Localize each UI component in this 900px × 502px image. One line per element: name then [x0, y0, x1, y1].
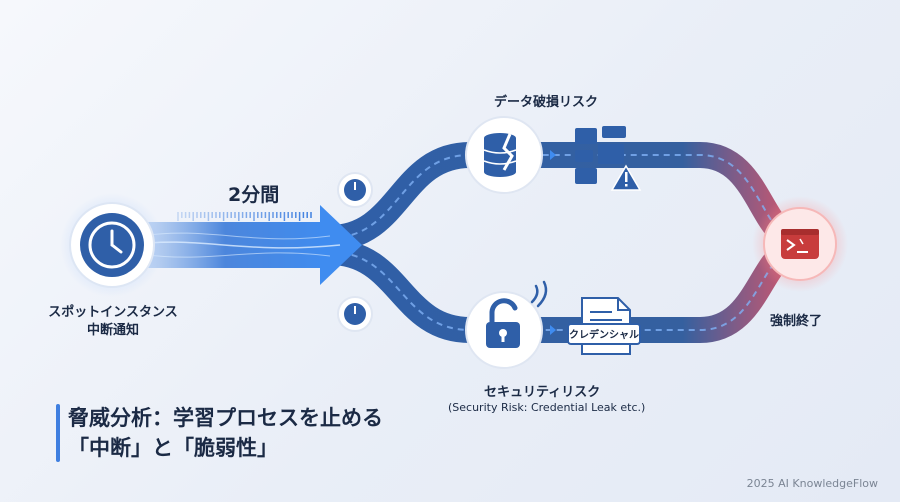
branch-bottom-label: セキュリティリスク: [484, 385, 601, 400]
credential-doc-icon: クレデンシャル: [567, 297, 641, 355]
timer-label: 2分間: [228, 184, 280, 206]
path-top: [317, 142, 813, 255]
branch-bottom-sublabel: (Security Risk: Credential Leak etc.): [448, 401, 646, 414]
source-label-line1: スポットインスタンス: [48, 305, 178, 320]
page-title: 脅威分析：学習プロセスを止める 「中断」と「脆弱性」: [68, 403, 383, 463]
unlock-wifi-icon: [465, 280, 548, 369]
source-label-line2: 中断通知: [86, 323, 139, 338]
source-label: スポットインスタンス 中断通知: [28, 304, 198, 340]
main-arrow: [120, 205, 362, 285]
footer-credit: 2025 AI KnowledgeFlow: [746, 477, 878, 490]
title-accent-bar: [56, 404, 60, 462]
timer-knob-icon: [337, 172, 373, 208]
title-line1: 脅威分析：学習プロセスを止める: [68, 406, 383, 430]
database-crack-icon: [465, 116, 543, 194]
path-bottom: [317, 233, 813, 343]
timer-knob-icon: [337, 296, 373, 332]
branch-paths: [317, 142, 813, 343]
clock-icon: [60, 193, 164, 297]
terminal-error-icon: [752, 196, 848, 292]
branch-top-label: データ破損リスク: [494, 95, 599, 110]
title-line2: 「中断」と「脆弱性」: [68, 436, 278, 460]
credential-tag: クレデンシャル: [569, 328, 639, 341]
timer-tick-bar: [177, 212, 312, 221]
end-label: 強制終了: [770, 314, 823, 329]
broken-file-warning-icon: [575, 126, 642, 191]
